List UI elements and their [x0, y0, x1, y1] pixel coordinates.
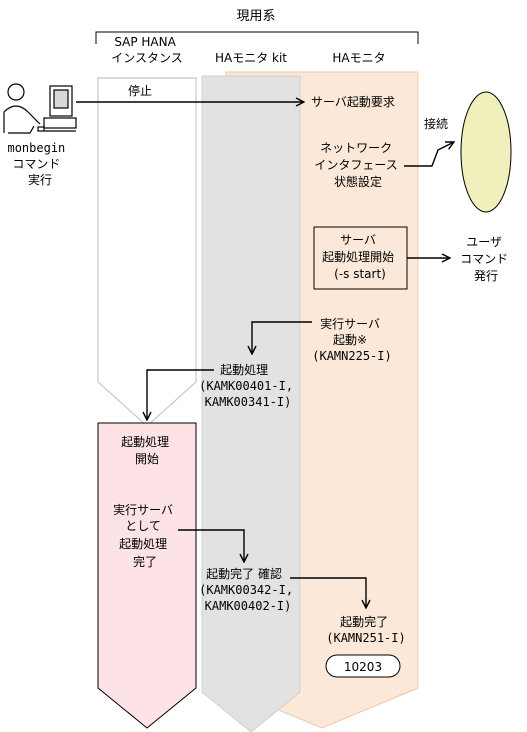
exec-server-start-arrow — [252, 321, 312, 354]
exec-server-start-label: 実行サーバ 起動※ (KAMN225-I) — [312, 316, 391, 363]
exec-server-start-line2: 起動※ — [333, 333, 367, 347]
connect-label: 接続 — [424, 116, 448, 131]
start-process-line1: 起動処理 — [220, 363, 268, 377]
start-process-line2: (KAMK00401-I, — [199, 379, 293, 393]
column-ha-monitor: HAモニタ — [332, 51, 385, 65]
header-bracket — [95, 31, 419, 44]
shared-disk-icon — [460, 91, 512, 213]
start-complete-line2: (KAMN251-I) — [326, 631, 405, 645]
column-sap-hana-line1: SAP HANA — [114, 35, 176, 49]
column-ha-kit: HAモニタ kit — [215, 51, 287, 65]
start-begin-line2: 開始 — [135, 452, 159, 466]
server-start-line3: (-s start) — [334, 267, 386, 281]
user-command-line2: コマンド — [12, 157, 60, 171]
start-as-exec-line2: として — [125, 519, 161, 533]
start-complete-label: 起動完了 (KAMN251-I) — [326, 614, 405, 645]
lane-sap-stopped — [97, 77, 197, 427]
user-command-issue-label: ユーザ コマンド 発行 — [460, 235, 512, 283]
start-confirm-label: 起動完了 確認 (KAMK00342-I, KAMK00402-I) — [199, 566, 297, 613]
network-setup-line3: 状態設定 — [334, 174, 382, 189]
network-setup-line2: インタフェース — [314, 158, 397, 172]
start-as-exec-line1: 実行サーバ — [113, 502, 173, 517]
user-command-label: monbegin コマンド 実行 — [7, 141, 72, 187]
start-confirm-line3: KAMK00402-I) — [205, 599, 292, 613]
network-setup-line1: ネットワーク — [320, 141, 392, 155]
user-terminal-icon — [3, 83, 77, 134]
user-command-line1: monbegin — [7, 141, 65, 155]
user-command-issue-line2: コマンド — [460, 252, 508, 266]
start-process-label: 起動処理 (KAMK00401-I, KAMK00341-I) — [199, 363, 297, 409]
user-command-issue-line1: ユーザ — [466, 235, 502, 249]
start-begin-line1: 起動処理 — [121, 435, 169, 449]
lane-sap-active — [97, 422, 197, 729]
server-start-line2: 起動処理開始 — [322, 250, 394, 264]
server-start-request-label: サーバ起動要求 — [311, 95, 395, 109]
server-start-line1: サーバ — [340, 233, 376, 247]
message-id-label: 10203 — [344, 660, 382, 674]
exec-server-start-line3: (KAMN225-I) — [312, 349, 391, 363]
start-process-arrow — [147, 369, 214, 420]
stop-label: 停止 — [128, 83, 152, 98]
start-complete-line1: 起動完了 — [340, 614, 388, 629]
start-confirm-line2: (KAMK00342-I, — [199, 583, 293, 597]
lane-ha-kit — [201, 75, 301, 732]
start-as-exec-line4: 完了 — [133, 554, 157, 569]
start-process-line3: KAMK00341-I) — [205, 395, 292, 409]
start-as-exec-label: 実行サーバ として 起動処理 完了 — [113, 502, 177, 569]
column-sap-hana: SAP HANA インスタンス — [111, 35, 183, 65]
start-as-exec-line3: 起動処理 — [119, 537, 167, 551]
server-start-label: サーバ 起動処理開始 (-s start) — [322, 233, 398, 281]
column-sap-hana-line2: インスタンス — [111, 51, 183, 65]
connect-arrow — [404, 142, 454, 167]
start-confirm-line1: 起動完了 確認 — [206, 566, 282, 581]
start-begin-label: 起動処理 開始 — [121, 435, 173, 466]
network-setup-label: ネットワーク インタフェース 状態設定 — [314, 141, 401, 189]
message-id-badge — [325, 654, 401, 678]
header-title: 現用系 — [236, 9, 275, 24]
user-command-line3: 実行 — [28, 172, 52, 187]
start-complete-arrow — [178, 529, 244, 562]
start-confirm-arrow — [290, 577, 366, 608]
exec-server-start-line1: 実行サーバ — [320, 316, 380, 331]
user-command-issue-line3: 発行 — [474, 269, 498, 283]
